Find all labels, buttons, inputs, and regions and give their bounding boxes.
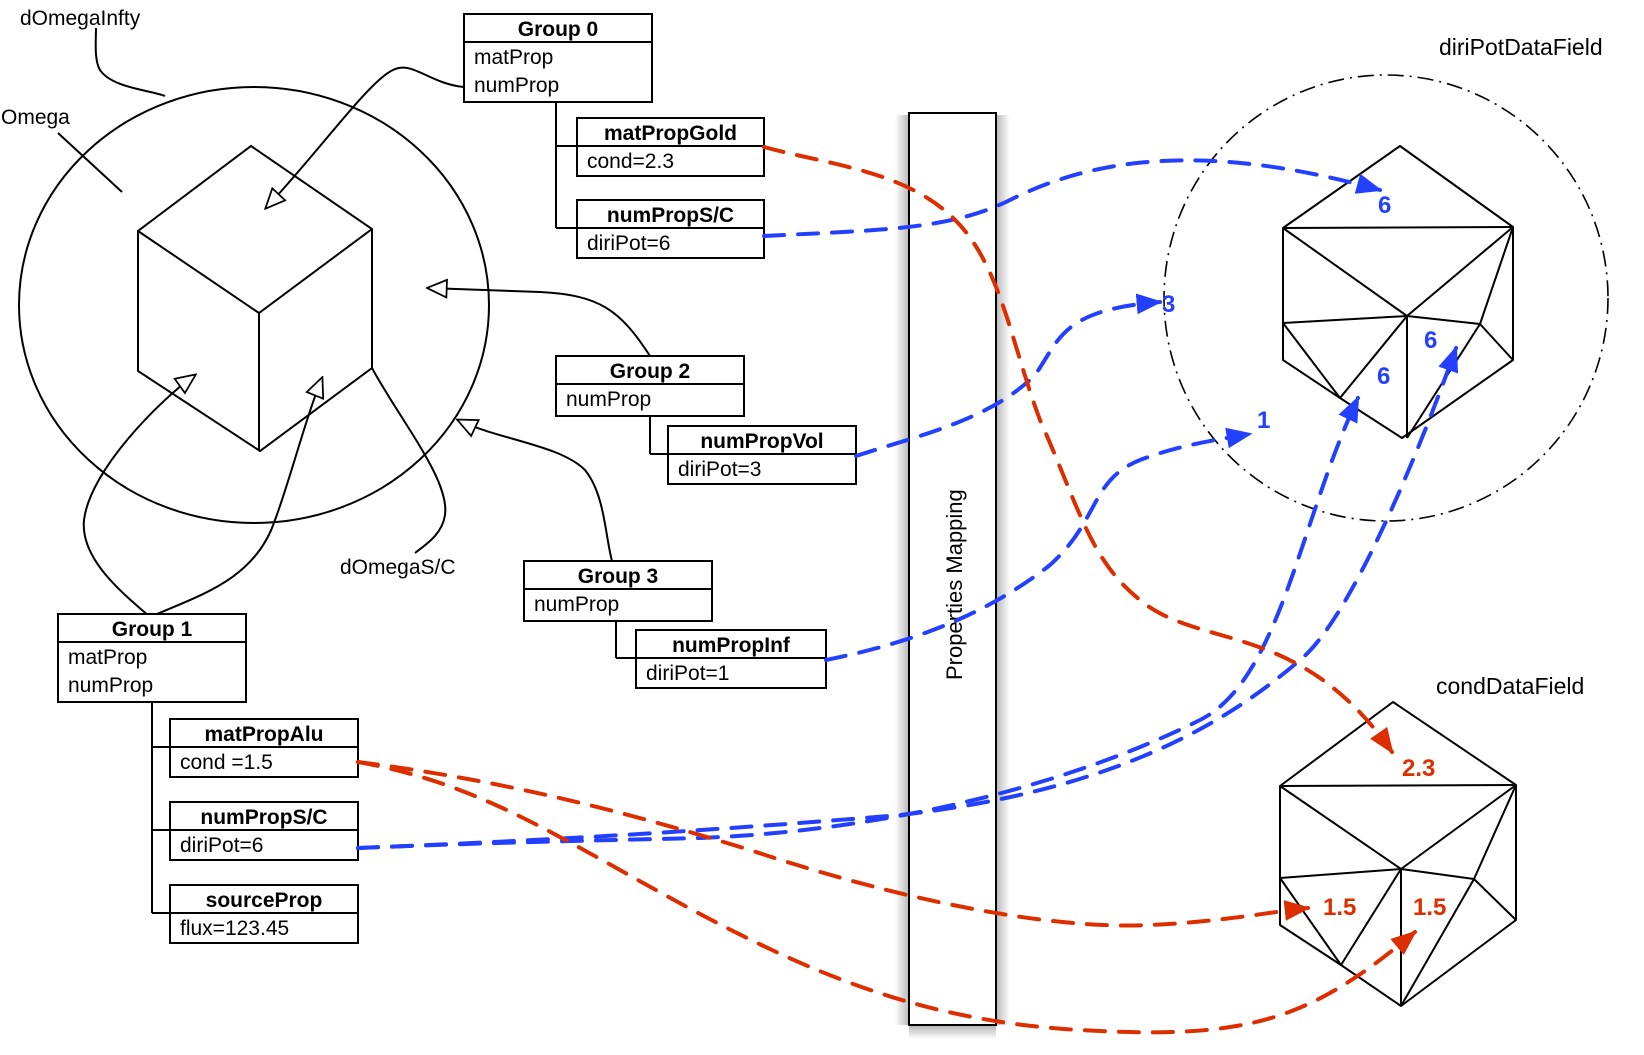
property-name: sourceProp xyxy=(206,889,323,912)
group-box-frame xyxy=(523,560,713,622)
map-group1-diripot-arrow-b xyxy=(356,345,1459,850)
map-group1-cond-arrow-b xyxy=(356,760,1417,1035)
cond-datafield-title: condDataField xyxy=(1436,673,1584,699)
diripot-data-field: diriPotDataField xyxy=(1163,34,1609,522)
group2-to-boundary-arrow xyxy=(428,288,651,357)
property-box[interactable]: numPropS/C diriPot=6 xyxy=(152,801,359,861)
map-group1-diripot-arrow-a xyxy=(356,395,1360,850)
diripot-value-label: 6 xyxy=(1378,192,1391,219)
properties-mapping-rect[interactable] xyxy=(908,112,997,1026)
property-name: numPropVol xyxy=(700,430,823,453)
group-box-frame xyxy=(57,613,247,703)
group-title: Group 2 xyxy=(610,360,691,383)
domega-infty-leader xyxy=(94,27,166,97)
omega-label: Omega xyxy=(1,106,70,129)
property-box[interactable]: numPropS/C diriPot=6 xyxy=(556,199,765,259)
group-row: numProp xyxy=(534,593,619,616)
property-box[interactable]: sourceProp flux=123.45 xyxy=(152,884,359,944)
cond-values: 2.3 1.5 1.5 xyxy=(1323,755,1446,921)
property-box[interactable]: matPropAlu cond =1.5 xyxy=(152,718,359,778)
property-value: diriPot=3 xyxy=(678,458,761,481)
map-group2-diripot-arrow xyxy=(854,293,1163,458)
property-box[interactable]: matPropGold cond=2.3 xyxy=(556,117,765,177)
property-value: diriPot=6 xyxy=(180,834,263,857)
group-row: matProp xyxy=(474,46,553,69)
diripot-value-label: 6 xyxy=(1377,363,1390,390)
property-value: diriPot=1 xyxy=(646,662,729,685)
map-group0-diripot-arrow xyxy=(762,158,1383,238)
group-box[interactable]: Group 1 matProp numProp matPropAlu cond =1.5… xyxy=(57,613,359,944)
cond-mesh xyxy=(1279,701,1517,1007)
cond-value-label: 2.3 xyxy=(1402,755,1435,782)
cond-data-field: condDataField xyxy=(1279,673,1584,1007)
domega-sc-leader xyxy=(371,367,447,554)
mapping-arrows xyxy=(356,145,1459,1035)
properties-mapping-bar[interactable]: Properties Mapping xyxy=(895,112,1010,1039)
group-row: numProp xyxy=(566,388,651,411)
group-title: Group 0 xyxy=(518,18,599,41)
group-associations xyxy=(82,66,651,618)
cond-value-label: 1.5 xyxy=(1323,894,1356,921)
property-value: flux=123.45 xyxy=(180,917,289,940)
omega-leader xyxy=(57,132,123,193)
diripot-datafield-title: diriPotDataField xyxy=(1439,34,1603,60)
property-box[interactable]: numPropVol diriPot=3 xyxy=(650,425,857,485)
group-box[interactable]: Group 0 matProp numProp matPropGold cond=2.3… xyxy=(463,13,765,259)
property-value: cond =1.5 xyxy=(180,751,273,774)
group3-to-boundary-arrow xyxy=(458,420,613,562)
diripot-value-label: 1 xyxy=(1257,407,1270,434)
property-name: matPropGold xyxy=(604,122,737,145)
map-group0-cond-arrow xyxy=(762,145,1394,755)
omega-domain: dOmegaInfty Omega dOmegaS/C xyxy=(1,7,490,579)
group-box[interactable]: Group 2 numProp numPropVol diriPot=3 xyxy=(555,355,857,485)
map-group1-cond-arrow-a xyxy=(356,760,1311,928)
group-row: numProp xyxy=(474,74,559,97)
group-box-frame xyxy=(463,13,653,103)
domega-infty-label: dOmegaInfty xyxy=(20,7,141,30)
diripot-infinity-circle xyxy=(1163,74,1609,522)
group-row: matProp xyxy=(68,646,147,669)
property-value: diriPot=6 xyxy=(587,232,670,255)
group1-to-cube-arrow-a xyxy=(82,375,195,618)
cube-icon xyxy=(137,144,373,453)
property-name: numPropS/C xyxy=(607,204,734,227)
group-box[interactable]: Group 3 numProp numPropInf diriPot=1 xyxy=(523,560,827,689)
diripot-value-label: 6 xyxy=(1424,327,1437,354)
property-name: numPropS/C xyxy=(200,806,327,829)
group-title: Group 1 xyxy=(112,618,193,641)
diripot-values: 6 3 1 6 6 xyxy=(1162,192,1437,434)
group0-to-omega-arrow xyxy=(266,66,465,208)
domain-boundary-circle xyxy=(18,86,490,524)
cond-value-label: 1.5 xyxy=(1413,894,1446,921)
property-name: numPropInf xyxy=(672,634,791,657)
property-value: cond=2.3 xyxy=(587,150,674,173)
property-box[interactable]: numPropInf diriPot=1 xyxy=(616,629,827,689)
group-box-frame xyxy=(555,355,745,417)
group-row: numProp xyxy=(68,674,153,697)
group1-to-cube-arrow-b xyxy=(149,378,322,618)
diripot-mesh xyxy=(1282,145,1514,439)
properties-mapping-label: Properties Mapping xyxy=(942,489,967,680)
groups-layer: Group 0 matProp numProp matPropGold cond=2.3… xyxy=(57,13,857,944)
domega-sc-label: dOmegaS/C xyxy=(340,556,456,579)
diripot-value-label: 3 xyxy=(1162,291,1175,318)
group-title: Group 3 xyxy=(578,565,659,588)
property-name: matPropAlu xyxy=(204,723,323,746)
